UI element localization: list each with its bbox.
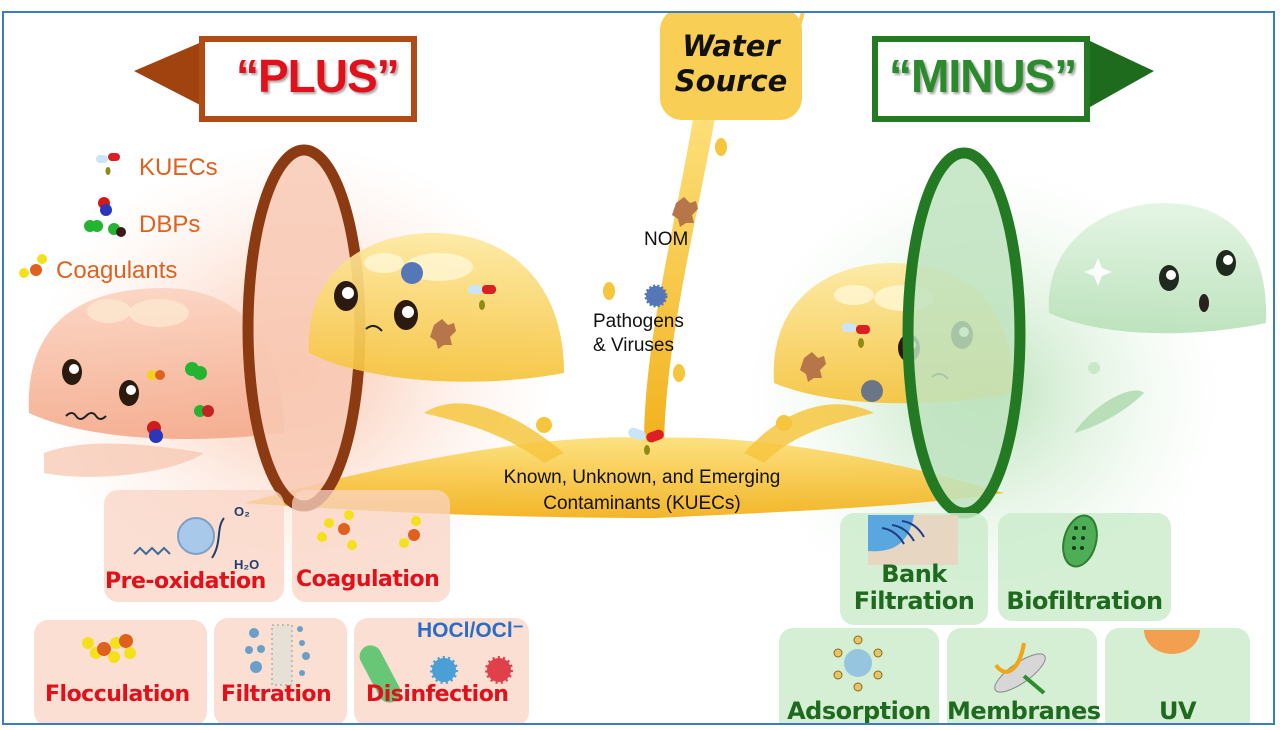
hocl-label: HOCl/OCl⁻ [417, 619, 524, 642]
filter-media-icon [245, 624, 310, 686]
droplet [673, 364, 685, 382]
oxidation-icon [133, 517, 225, 559]
process-membranes: Membranes [947, 697, 1101, 725]
figure-frame: “PLUS” “MINUS” Water Source KUECs DBPs C… [2, 11, 1275, 725]
coagulant-particles-icon [317, 510, 421, 550]
water-stream [644, 113, 716, 443]
sun-icon [1144, 630, 1200, 654]
water-source-line2: Source [674, 64, 788, 98]
process-uv: UV [1158, 697, 1197, 725]
contaminated-droplet-left [308, 233, 564, 382]
riverbank-icon [868, 515, 958, 565]
pathogens-line1: Pathogens [593, 311, 684, 332]
process-filtration: Filtration [221, 682, 332, 707]
minus-label-box [872, 36, 1090, 122]
process-coagulation: Coagulation [296, 567, 440, 592]
process-flocculation: Flocculation [45, 682, 190, 707]
adsorbent-particle-icon [833, 635, 883, 692]
floc-particles-icon [82, 634, 136, 663]
process-pre-oxidation: Pre-oxidation [105, 569, 266, 594]
water-source-bubble [660, 13, 802, 120]
chem-o2: O₂ [234, 504, 250, 519]
process-adsorption: Adsorption [787, 697, 931, 725]
pathogens-line2: & Viruses [593, 335, 674, 356]
clean-side-minus-droplet [1048, 203, 1267, 433]
plus-label-box [199, 36, 417, 122]
minus-label: “MINUS” [889, 50, 1077, 102]
process-box-coagulation [292, 490, 450, 602]
legend-kuecs: KUECs [139, 154, 218, 181]
process-box-biofiltration [998, 513, 1171, 621]
droplet [536, 417, 552, 433]
clean-side-plus-droplet [28, 288, 285, 477]
kuecs-line2: Contaminants (KUECs) [543, 493, 741, 514]
right-arrow-icon [1090, 41, 1154, 107]
minus-membrane-fill [908, 153, 1020, 513]
left-arrow-icon [134, 41, 204, 107]
membrane-icon [994, 642, 1046, 695]
nom-label: NOM [644, 229, 689, 250]
water-source-line1: Water [682, 29, 780, 63]
bacterium-icon [359, 645, 401, 703]
bank-filtration-line2: Filtration [853, 587, 975, 615]
molecule-icon [84, 197, 126, 237]
droplet [776, 415, 792, 431]
process-box-flocculation [34, 620, 207, 723]
pathogen-icon [644, 284, 668, 308]
pill-capsule-icon [96, 153, 120, 175]
splash [424, 403, 564, 463]
legend-dbps: DBPs [139, 211, 201, 238]
droplet [715, 138, 727, 156]
chem-h2o: H₂O [234, 557, 260, 572]
diagram-artwork [19, 13, 1267, 723]
pill-capsule-icon [628, 427, 664, 455]
legend-coagulants: Coagulants [56, 257, 178, 284]
droplet [603, 282, 615, 300]
biofilter-disc-icon [1062, 514, 1098, 568]
coagulant-particles-icon [19, 254, 47, 278]
kuecs-caption: Known, Unknown, and Emerging Contaminant… [472, 465, 812, 517]
plus-membrane-fill [248, 150, 360, 506]
process-biofiltration: Biofiltration [1006, 587, 1163, 615]
process-bank-filtration: Bank Filtration [840, 561, 988, 615]
nom-particle-icon [672, 197, 698, 227]
virus-icon [430, 656, 513, 684]
kuecs-line1: Known, Unknown, and Emerging [503, 467, 781, 488]
splash [744, 404, 874, 463]
bank-filtration-line1: Bank [881, 560, 947, 588]
plus-label: “PLUS” [236, 50, 400, 102]
water-source-title: Water Source [665, 29, 797, 99]
process-disinfection: Disinfection [366, 682, 509, 707]
process-box-uv [1105, 628, 1250, 723]
pathogens-label: Pathogens & Viruses [593, 310, 684, 358]
